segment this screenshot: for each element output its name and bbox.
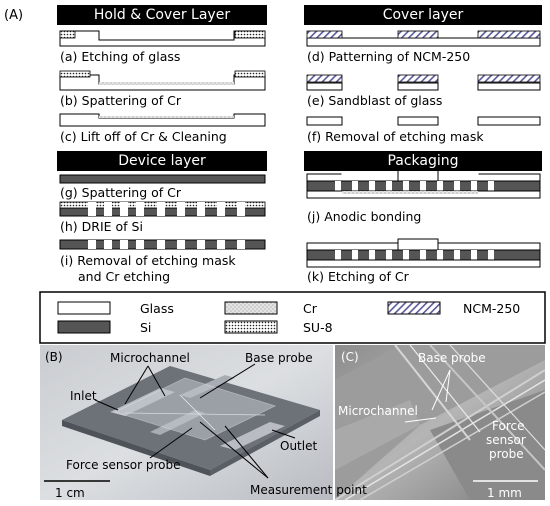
figure-label: (A) [4,8,24,23]
photo-b-measurement-point: Measurement point [250,483,367,497]
legend-cr-swatch [224,301,278,315]
legend-su8-label: SU-8 [303,320,333,335]
header-packaging: Packaging [304,151,542,171]
step-i-label-line1: (i) Removal of etching mask [60,253,236,268]
step-h-label: (h) DRIE of Si [60,219,143,234]
photo-b-microchannel: Microchannel [110,351,190,365]
step-k-drawing [306,238,541,268]
photo-b-scale: 1 cm [55,486,85,500]
photo-c-scale: 1 mm [487,486,522,500]
photo-b-outlet: Outlet [280,439,318,453]
step-b-label: (b) Spattering of Cr [60,93,182,108]
step-d-drawing [306,30,541,47]
header-device-layer: Device layer [57,151,267,171]
legend [39,291,546,344]
legend-si-label: Si [140,320,152,335]
legend-si-swatch [57,320,111,334]
step-d-label: (d) Patterning of NCM-250 [307,49,471,64]
photo-c-base-probe: Base probe [418,351,486,365]
photo-b-inlet: Inlet [70,389,97,403]
step-i-drawing [59,239,266,250]
photo-b-letter: (B) [45,350,63,364]
legend-ncm-swatch [387,301,441,315]
photo-b-base-probe: Base probe [245,351,313,365]
photo-c-force-line1: Force [492,419,525,433]
step-g-drawing [59,174,266,184]
legend-su8-swatch [224,320,278,334]
legend-glass-swatch [57,301,111,315]
step-i-label-line2: and Cr etching [78,269,171,284]
step-h-drawing [59,201,266,217]
photo-b-force-sensor-probe: Force sensor probe [66,458,181,472]
legend-cr-label: Cr [303,301,317,316]
step-b-drawing [59,70,266,91]
step-c-drawing [59,113,266,127]
step-f-label: (f) Removal of etching mask [307,129,484,144]
step-f-drawing [306,116,541,126]
photo-c-letter: (C) [341,350,359,364]
step-a-label: (a) Etching of glass [60,49,181,64]
photo-c-force-line3: probe [489,447,524,461]
header-cover-layer: Cover layer [304,5,542,25]
step-g-label: (g) Spattering of Cr [60,185,182,200]
step-e-label: (e) Sandblast of glass [307,93,443,108]
photo-c [334,344,546,501]
legend-ncm-label: NCM-250 [463,301,521,316]
photo-b [40,345,333,500]
step-k-label: (k) Etching of Cr [307,269,409,284]
step-c-label: (c) Lift off of Cr & Cleaning [60,129,227,144]
photo-c-force-line2: sensor [486,433,526,447]
step-a-drawing [59,30,266,47]
legend-glass-label: Glass [140,301,174,316]
step-e-drawing [306,74,541,91]
step-j-drawing [306,169,541,199]
photo-c-microchannel: Microchannel [338,404,418,418]
header-hold-cover: Hold & Cover Layer [57,5,267,25]
step-j-label: (j) Anodic bonding [307,209,422,224]
